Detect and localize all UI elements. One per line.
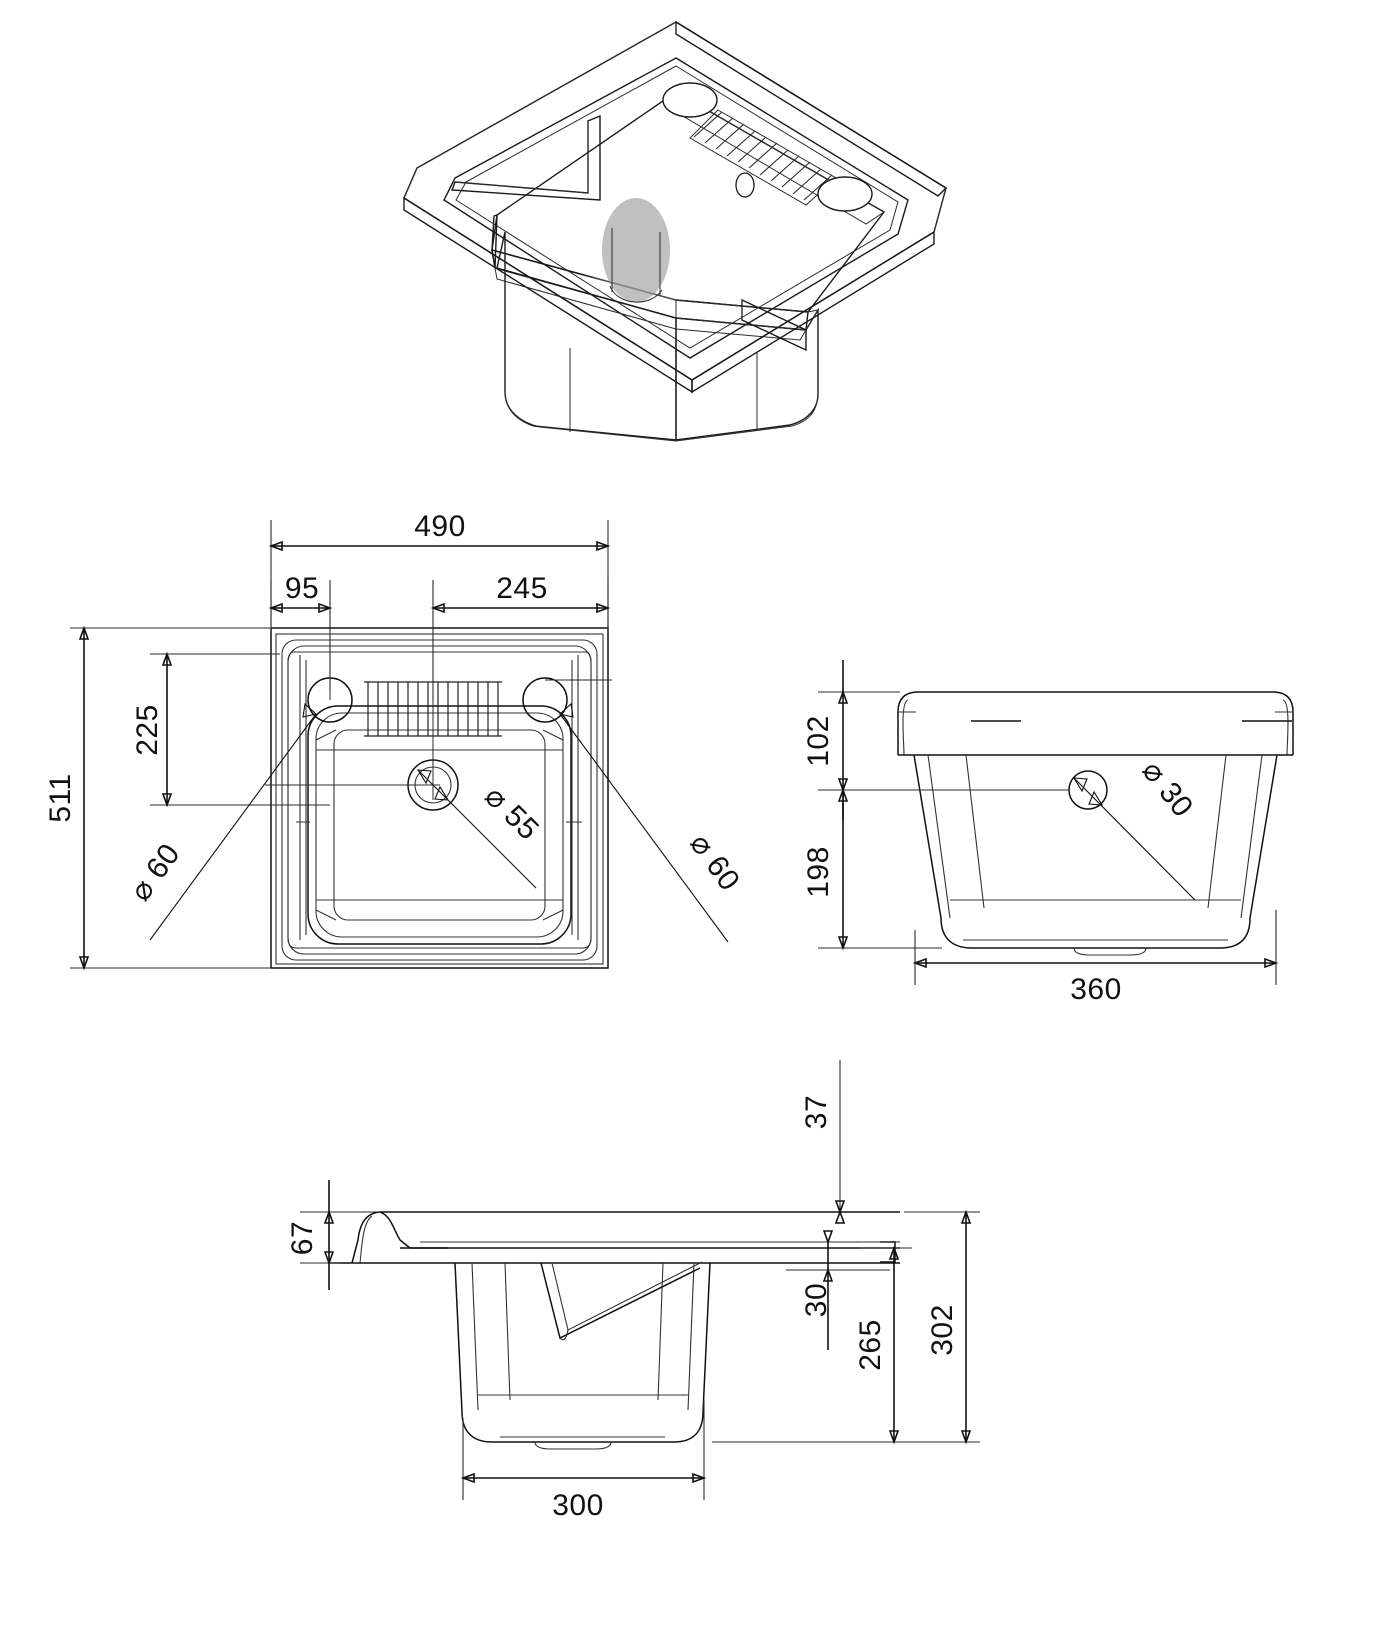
front-view: 102 198 360 ⌀ 30 (802, 660, 1294, 1006)
dim-label-d30: ⌀ 30 (1135, 755, 1199, 824)
top-view-washboard (364, 681, 502, 737)
iso-tap-hole-rear (662, 82, 718, 118)
dim-overflow-diameter: ⌀ 30 (1072, 755, 1200, 901)
dim-label-102: 102 (802, 715, 835, 767)
dim-label-67: 67 (286, 1221, 319, 1255)
top-view: 490 95 245 225 (44, 510, 746, 971)
dim-drain-diameter: ⌀ 55 (416, 769, 545, 889)
iso-tap-hole-right (817, 176, 873, 212)
dim-rim-thickness: 30 (786, 1230, 890, 1350)
dim-backsplash-height: 67 (286, 1180, 380, 1290)
dim-label-95: 95 (285, 572, 319, 605)
dim-bowl-depth: 265 (712, 1245, 912, 1445)
dim-label-265: 265 (854, 1319, 887, 1371)
dim-overall-width: 490 (268, 510, 611, 630)
dim-label-490: 490 (414, 510, 466, 543)
dim-label-225: 225 (131, 704, 164, 756)
dim-label-300: 300 (552, 1489, 604, 1522)
dim-label-d60-left: ⌀ 60 (124, 838, 187, 907)
top-view-outline (270, 627, 609, 969)
front-view-outline (897, 691, 1294, 956)
dim-label-511: 511 (44, 773, 77, 822)
dim-label-245: 245 (496, 572, 548, 605)
dim-bottom-depth: 300 (460, 1400, 707, 1522)
side-view-outline (330, 1211, 900, 1450)
dim-label-d60-right: ⌀ 60 (683, 828, 746, 897)
dim-label-d55: ⌀ 55 (478, 780, 545, 847)
dim-hole-offset-top: 225 (131, 651, 330, 808)
iso-rim-channel (443, 57, 909, 359)
dim-tap-hole-right-diameter: ⌀ 60 (558, 702, 746, 943)
isometric-view (403, 20, 948, 442)
dim-label-37: 37 (800, 1095, 833, 1129)
dim-rim-height: 102 (802, 660, 1070, 820)
dim-label-360: 360 (1070, 973, 1122, 1006)
dim-label-30: 30 (800, 1283, 833, 1317)
dim-overall-height: 302 (904, 1209, 980, 1445)
dim-rim-to-top: 37 (800, 1060, 846, 1224)
dim-bottom-width: 360 (912, 910, 1279, 1006)
dim-hole-offset-right: 245 (430, 572, 611, 700)
iso-washboard-ribs (689, 109, 837, 206)
iso-rim-edge (403, 196, 935, 394)
dim-label-302: 302 (926, 1304, 959, 1356)
dim-label-198: 198 (802, 846, 835, 898)
iso-bowl-exterior (491, 214, 820, 442)
dim-bowl-height: 198 (802, 787, 942, 951)
dim-overall-depth: 511 (44, 625, 270, 971)
iso-overflow-hole (735, 172, 755, 198)
iso-support-bracket (451, 114, 601, 201)
dim-hole-offset-left: 95 (268, 572, 333, 690)
iso-backsplash (675, 20, 948, 197)
top-view-tap-hole-right (522, 677, 568, 723)
side-view: 67 37 30 265 (286, 1060, 980, 1522)
